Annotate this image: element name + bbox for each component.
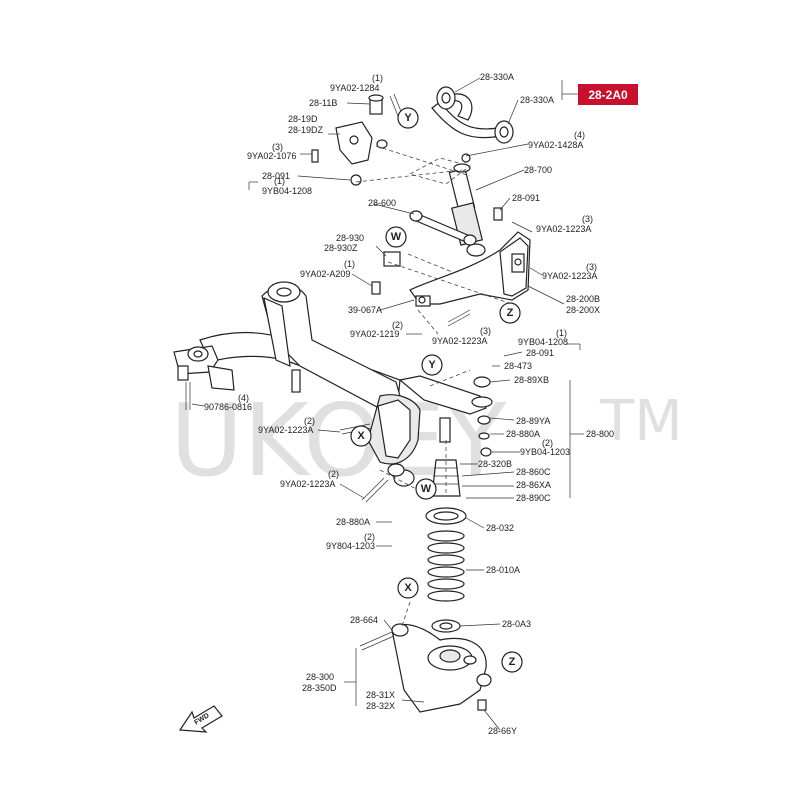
part-number-badge: 28-2A0: [578, 84, 638, 105]
svg-text:W: W: [421, 483, 432, 495]
part-label: 28-091: [526, 348, 554, 358]
trailing-arm-bracket: [371, 231, 531, 307]
part-label: 9YA02-1223A: [536, 224, 591, 234]
part-label: 28-091: [512, 193, 540, 203]
part-label: (1): [274, 176, 285, 186]
part-label: 28-091: [262, 171, 290, 181]
part-label: 39-067A: [348, 305, 382, 315]
part-label: 28-860C: [516, 467, 551, 477]
callout-z-top: Z: [499, 302, 521, 324]
svg-text:W: W: [391, 231, 402, 243]
part-label: 28-600: [368, 198, 396, 208]
svg-text:Y: Y: [404, 112, 412, 124]
callout-x-mid: X: [350, 425, 372, 447]
fwd-arrow-icon: FWD: [178, 705, 223, 733]
part-label: 28-890C: [516, 493, 551, 503]
part-label: 9YA02-1223A: [432, 336, 487, 346]
part-label: 9YA02-1219: [350, 329, 399, 339]
callout-w-mid: W: [415, 478, 437, 500]
part-label: 9YA02-1428A: [528, 140, 583, 150]
part-label: 28-19DZ: [288, 125, 324, 135]
part-label: 28-010A: [486, 565, 520, 575]
svg-text:28-2A0: 28-2A0: [588, 88, 628, 102]
callout-y-mid: Y: [421, 354, 443, 376]
part-label: 28-89YA: [516, 416, 550, 426]
part-label: 9YB04-1208: [518, 337, 568, 347]
part-labels: (1) 9YA02-1284 28-11B 28-19D 28-19DZ (3)…: [204, 72, 614, 736]
svg-text:Z: Z: [507, 307, 514, 319]
part-label: 9YB04-1208: [262, 186, 312, 196]
part-label: 9Y804-1203: [326, 541, 375, 551]
callout-y-top: Y: [397, 107, 419, 129]
rear-subframe: [173, 281, 487, 487]
part-label: 28-320B: [478, 459, 512, 469]
part-label: 28-930Z: [324, 243, 358, 253]
part-label: (2): [304, 416, 315, 426]
part-label: (2): [542, 438, 553, 448]
part-label: 9YA02-A209: [300, 269, 350, 279]
leader-lines: [191, 77, 584, 731]
alignment-lines: [355, 145, 513, 627]
part-label: 9YA02-1223A: [280, 479, 335, 489]
part-label: 28-800: [586, 429, 614, 439]
part-label: 28-66Y: [488, 726, 517, 736]
part-label: (2): [364, 532, 375, 542]
part-label: 28-86XA: [516, 480, 551, 490]
knuckle-bracket: [311, 93, 407, 186]
callout-w-top: W: [385, 226, 407, 248]
svg-text:X: X: [404, 582, 412, 594]
part-label: 90786-0816: [204, 402, 252, 412]
callout-x-bottom: X: [397, 577, 419, 599]
part-label: 28-880A: [506, 429, 540, 439]
part-label: (3): [272, 142, 283, 152]
part-label: (2): [392, 320, 403, 330]
lower-control-arm: [359, 623, 492, 713]
part-label: 28-300: [306, 672, 334, 682]
watermark-tm: TM: [599, 389, 683, 454]
part-label: 28-330A: [480, 72, 514, 82]
lateral-link: [409, 207, 503, 246]
part-label: (1): [372, 73, 383, 83]
part-label: 9YA02-1284: [330, 83, 379, 93]
part-label: (3): [582, 214, 593, 224]
part-label: 9YA02-1223A: [542, 271, 597, 281]
part-label: 28-89XB: [514, 375, 549, 385]
part-label: 28-200X: [566, 305, 600, 315]
coil-spring: [425, 507, 467, 633]
part-label: 9YA02-1223A: [258, 425, 313, 435]
part-label: 28-700: [524, 165, 552, 175]
part-label: 28-350D: [302, 683, 337, 693]
part-label: (4): [238, 393, 249, 403]
part-label: 28-200B: [566, 294, 600, 304]
part-label: (3): [586, 262, 597, 272]
part-label: 28-31X: [366, 690, 395, 700]
callout-z-bottom: Z: [501, 651, 523, 673]
upper-control-arm: [431, 86, 514, 144]
part-label: 28-930: [336, 233, 364, 243]
part-label: 28-880A: [336, 517, 370, 527]
svg-text:Z: Z: [509, 656, 516, 668]
part-label: 28-664: [350, 615, 378, 625]
part-label: 28-11B: [309, 98, 337, 108]
part-label: (3): [480, 326, 491, 336]
part-label: (1): [344, 259, 355, 269]
svg-text:X: X: [357, 430, 365, 442]
part-label: 28-0A3: [502, 619, 531, 629]
part-label: 28-032: [486, 523, 514, 533]
part-label: 9YA02-1076: [247, 151, 296, 161]
part-label: 28-32X: [366, 701, 395, 711]
part-label: (1): [556, 328, 567, 338]
part-label: (2): [328, 469, 339, 479]
part-label: 28-473: [504, 361, 532, 371]
part-label: (4): [574, 130, 585, 140]
part-label: 9YB04-1203: [520, 447, 570, 457]
part-label: 28-330A: [520, 95, 554, 105]
part-label: 28-19D: [288, 114, 318, 124]
svg-text:Y: Y: [428, 359, 436, 371]
